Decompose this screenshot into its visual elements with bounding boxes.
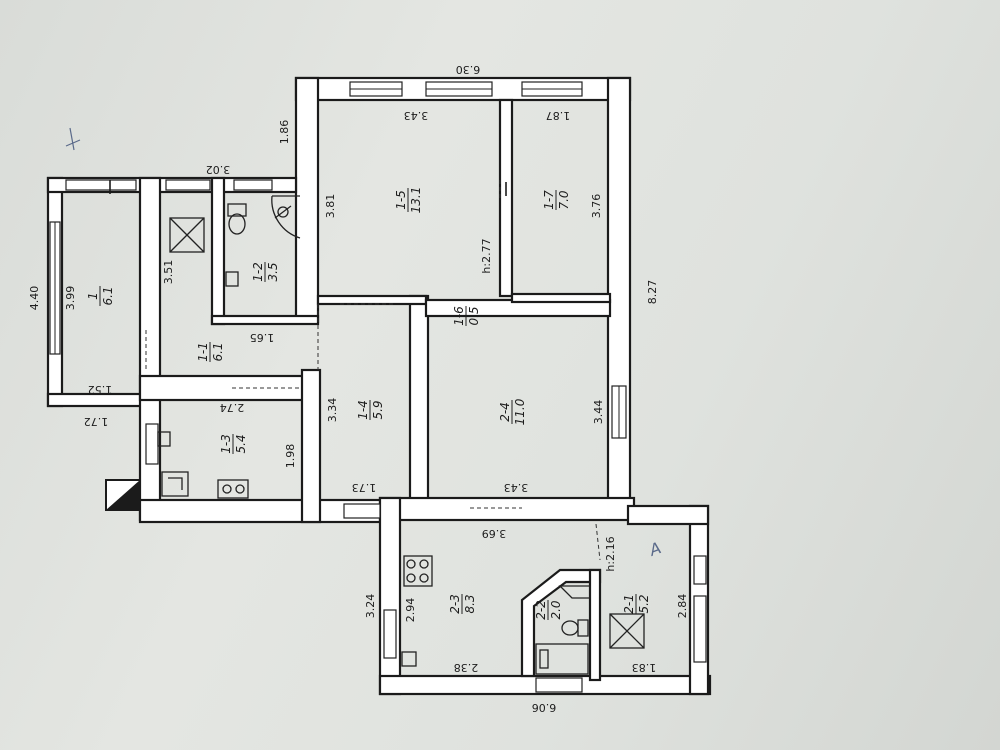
room-id-1-1: 1-1 bbox=[196, 342, 210, 362]
room-area-1-7: 7.0 bbox=[557, 190, 571, 209]
dim-r17-height: 3.76 bbox=[590, 194, 603, 219]
dim-r13-height: 1.98 bbox=[284, 444, 297, 469]
room-id-1-7: 1-7 bbox=[542, 190, 556, 210]
room-area-1-5: 13.1 bbox=[409, 187, 423, 214]
dim-r23-height: 2.94 bbox=[404, 598, 417, 623]
room-area-1-3: 5.4 bbox=[234, 434, 248, 453]
room-id-2-3: 2-3 bbox=[448, 594, 462, 614]
height-lower: h:2.16 bbox=[604, 536, 617, 571]
walls bbox=[46, 76, 712, 696]
room-id-1-3: 1-3 bbox=[219, 434, 233, 454]
room-id-1-4: 1-4 bbox=[356, 400, 370, 420]
room-area-2-3: 8.3 bbox=[463, 594, 477, 613]
dim-r12-width: 1.65 bbox=[250, 331, 275, 344]
room-id-1-2: 1-2 bbox=[251, 262, 265, 282]
room-id-2-1: 2-1 bbox=[622, 594, 636, 614]
room-area-2-2: 2.0 bbox=[549, 600, 563, 619]
cross-box-icon bbox=[609, 613, 645, 649]
dim-r23-width: 3.69 bbox=[482, 527, 507, 540]
sink-icon bbox=[157, 431, 171, 447]
dim-r23-bottom: 2.38 bbox=[454, 661, 479, 674]
stove-icon bbox=[217, 479, 249, 499]
sink-icon bbox=[401, 651, 417, 667]
fixtures bbox=[109, 180, 645, 675]
windows bbox=[49, 81, 707, 693]
dim-right-total: 8.27 bbox=[646, 280, 659, 305]
door-markers bbox=[145, 180, 601, 561]
dim-r21-height: 2.84 bbox=[676, 594, 689, 619]
room-area-2-1: 5.2 bbox=[637, 594, 651, 613]
triangle-fixture-icon bbox=[558, 585, 591, 599]
dim-r1-bottom: 1.52 bbox=[88, 383, 113, 396]
dim-r14-height: 3.34 bbox=[326, 398, 339, 423]
pen-mark-a: A bbox=[646, 538, 664, 560]
chimney-block bbox=[105, 479, 141, 511]
dim-r14-width: 1.73 bbox=[352, 481, 377, 494]
room-labels: 1 6.1 1-1 6.1 1-2 3.5 1-3 5.4 1-4 5.9 1-… bbox=[86, 187, 651, 620]
dim-r15-width: 3.43 bbox=[404, 109, 429, 122]
sink-icon bbox=[225, 271, 239, 287]
dim-veranda-inner: 3.99 bbox=[64, 286, 77, 311]
dim-r13-width: 2.74 bbox=[220, 401, 245, 414]
room-id-1: 1 bbox=[86, 292, 100, 300]
dim-lower-left-outer: 3.24 bbox=[364, 594, 377, 619]
boiler-icon bbox=[161, 471, 189, 497]
room-id-2-2: 2-2 bbox=[534, 600, 548, 620]
stove-icon bbox=[403, 555, 433, 587]
room-area-1: 6.1 bbox=[101, 286, 115, 305]
dim-veranda-top: 3.02 bbox=[206, 163, 231, 176]
dim-r21-width: 1.83 bbox=[632, 661, 657, 674]
dim-veranda-outer: 4.40 bbox=[28, 286, 41, 311]
dim-r24-width: 3.43 bbox=[504, 481, 529, 494]
toilet-icon bbox=[227, 203, 247, 235]
room-area-1-6: 0.5 bbox=[467, 306, 481, 325]
bathtub-icon bbox=[535, 643, 589, 675]
room-area-1-1: 6.1 bbox=[211, 342, 225, 361]
dim-r15-height: 3.81 bbox=[324, 194, 337, 219]
room-area-1-4: 5.9 bbox=[371, 400, 385, 419]
dim-r24-height: 3.44 bbox=[592, 400, 605, 425]
room-id-1-5: 1-5 bbox=[394, 190, 408, 210]
height-upper: h:2.77 bbox=[480, 238, 493, 273]
dim-offset-186: 1.86 bbox=[278, 120, 291, 145]
lamp-icon bbox=[274, 205, 292, 219]
room-area-1-2: 3.5 bbox=[266, 262, 280, 281]
dim-r17-width: 1.87 bbox=[546, 109, 571, 122]
room-id-2-4: 2-4 bbox=[498, 402, 512, 422]
cross-box-icon bbox=[169, 217, 205, 253]
dim-top-total: 6.30 bbox=[456, 63, 481, 76]
dim-r1-outer-bottom: 1.72 bbox=[84, 415, 109, 428]
dimension-labels: 6.30 3.43 1.87 3.02 1.52 1.72 1.65 2.74 … bbox=[28, 63, 689, 714]
dim-lower-total: 6.06 bbox=[532, 701, 557, 714]
room-id-1-6: 1-6 bbox=[452, 306, 466, 326]
toilet-icon bbox=[561, 619, 589, 637]
room-area-2-4: 11.0 bbox=[513, 398, 527, 425]
dim-r11-height: 3.51 bbox=[162, 260, 175, 285]
